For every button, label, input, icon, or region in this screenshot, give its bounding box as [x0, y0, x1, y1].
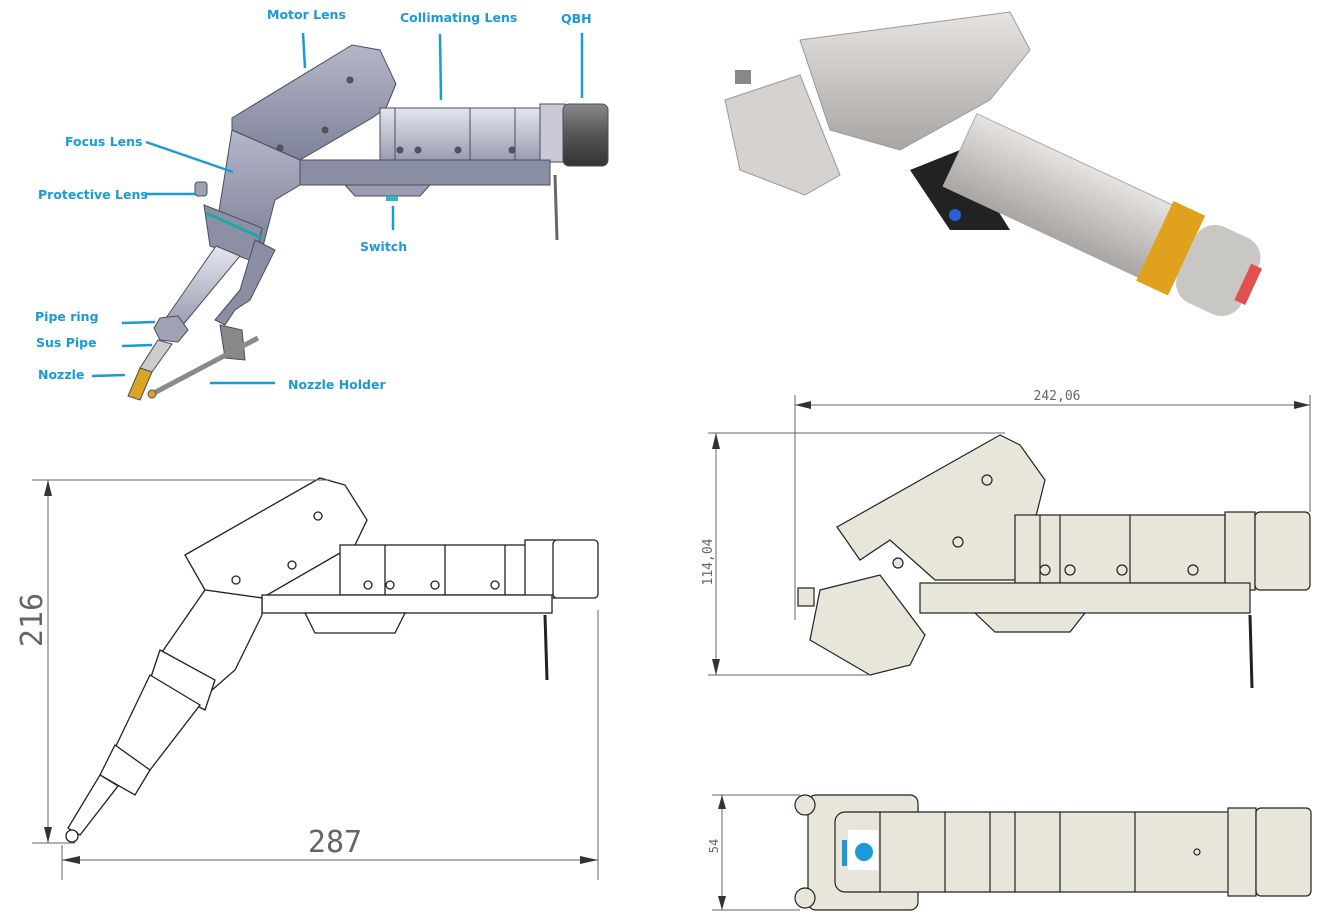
dimension-width-54: 54 — [707, 839, 721, 853]
label-pipe-ring: Pipe ring — [35, 309, 99, 324]
dimension-height-216: 216 — [15, 593, 50, 647]
labeled-gun-view: Motor Lens Collimating Lens QBH Focus Le… — [35, 7, 609, 401]
dimension-width-242-06: 242,06 — [1034, 389, 1081, 404]
top-view-drawing: 54 — [707, 794, 1312, 911]
label-protective-lens: Protective Lens — [38, 187, 148, 202]
label-switch: Switch — [360, 239, 407, 254]
dimension-height-114-04: 114,04 — [701, 538, 716, 585]
label-nozzle-holder: Nozzle Holder — [288, 377, 386, 392]
label-motor-lens: Motor Lens — [267, 7, 346, 22]
label-sus-pipe: Sus Pipe — [36, 335, 97, 350]
label-nozzle: Nozzle — [38, 367, 84, 382]
label-focus-lens: Focus Lens — [65, 134, 143, 149]
callout-lines — [91, 32, 584, 385]
dimension-width-287: 287 — [308, 825, 362, 860]
gun-photo-view — [724, 11, 1263, 317]
label-collimating-lens: Collimating Lens — [400, 10, 517, 25]
side-view-drawing: 216 287 — [15, 477, 599, 880]
head-side-view-drawing: 242,06 114,04 — [701, 389, 1311, 689]
label-qbh: QBH — [561, 11, 592, 26]
gun-body — [127, 44, 609, 401]
logo-icon — [855, 843, 873, 861]
